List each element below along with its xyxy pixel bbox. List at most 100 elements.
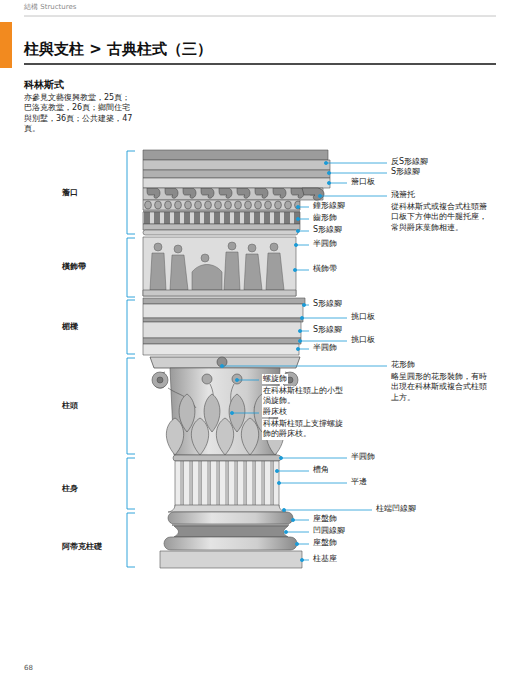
leader-line <box>300 316 303 319</box>
corinthian-column <box>143 200 300 210</box>
leader-line <box>281 458 347 459</box>
leader-line <box>296 347 299 350</box>
leader-line <box>286 532 309 533</box>
leader-line <box>222 366 387 367</box>
molding-label: 平邊 <box>350 477 368 487</box>
part-name: 柱頭 <box>62 401 78 411</box>
part-name: 橫飾帶 <box>62 262 86 272</box>
leader-line <box>296 229 299 232</box>
leader-line <box>318 194 321 197</box>
term-heading: 爵床枝 <box>262 407 288 417</box>
leader-line <box>284 510 372 511</box>
corinthian-column <box>164 537 297 550</box>
corinthian-column <box>191 418 208 455</box>
leader-line <box>302 303 305 306</box>
molding-label: 槽角 <box>312 465 330 475</box>
corinthian-column <box>266 253 284 290</box>
part-bracket <box>127 151 135 567</box>
term-definition: 科林斯柱頭上支撐螺旋飾的爵床枝。 <box>262 419 344 440</box>
corinthian-column <box>143 344 299 355</box>
leader-line <box>275 469 278 472</box>
corinthian-column <box>143 338 301 344</box>
corinthian-column <box>168 505 286 512</box>
leader-line <box>327 181 330 184</box>
corinthian-column <box>154 243 162 251</box>
leader-line <box>235 378 238 381</box>
leader-line <box>324 161 327 164</box>
leader-line <box>295 542 298 545</box>
corinthian-column <box>175 461 279 507</box>
leader-line <box>237 380 259 381</box>
molding-label: 凹圓線腳 <box>312 526 346 536</box>
section-heading: 科林斯式 <box>24 78 64 91</box>
leader-line <box>277 471 309 472</box>
corinthian-column <box>244 254 262 290</box>
molding-label: 橫飾帶 <box>312 264 338 274</box>
corinthian-column <box>241 418 258 455</box>
leader-line <box>293 520 309 521</box>
molding-label: 齒形飾 <box>312 213 338 223</box>
corinthian-column <box>173 455 281 461</box>
corinthian-column <box>143 224 300 230</box>
corinthian-column <box>248 244 256 252</box>
molding-label: 挑口板 <box>350 335 376 345</box>
corinthian-column <box>152 372 168 388</box>
molding-label: 座盤飾 <box>312 514 338 524</box>
leader-line <box>284 530 287 533</box>
corinthian-column <box>143 290 296 296</box>
leader-line <box>277 481 280 484</box>
corinthian-column <box>143 230 298 235</box>
page-title: 柱與支柱 > 古典柱式（三） <box>24 40 212 60</box>
leader-line <box>298 339 301 342</box>
leader-line <box>300 558 303 561</box>
corinthian-column <box>202 374 212 384</box>
molding-label: 柱基座 <box>312 554 338 564</box>
cross-reference: 亦參見文藝復興教堂，25頁；巴洛克教堂，26頁；鄉間住宅與別墅，36頁；公共建築… <box>24 93 138 135</box>
leader-line <box>220 364 223 367</box>
term-heading: 飛簷托 <box>390 190 416 200</box>
leader-line <box>300 341 347 342</box>
corinthian-column <box>168 512 293 524</box>
term-definition: 略呈圓形的花形裝飾，有時出現在科林斯或複合式柱頭上方。 <box>390 372 494 403</box>
corinthian-column <box>157 377 163 383</box>
corinthian-column <box>224 252 240 290</box>
leader-line <box>326 163 387 164</box>
term-heading: 螺旋飾 <box>262 374 288 384</box>
corinthian-column <box>166 418 183 455</box>
corinthian-column <box>152 372 298 455</box>
corinthian-column <box>150 253 166 290</box>
leader-line <box>296 205 299 208</box>
corinthian-column <box>143 322 301 338</box>
leader-line <box>220 161 387 561</box>
leader-line <box>296 217 299 220</box>
corinthian-column <box>232 374 242 384</box>
leader-line <box>298 329 301 332</box>
part-bracket <box>127 151 135 234</box>
corinthian-column <box>143 237 296 296</box>
term-definition: 在科林斯柱頭上的小型渦旋飾。 <box>262 386 344 407</box>
part-name: 楣樑 <box>62 322 78 332</box>
corinthian-column <box>143 304 303 318</box>
corinthian-column <box>302 188 324 200</box>
part-bracket <box>127 513 135 567</box>
molding-label: S形線腳 <box>312 299 343 309</box>
molding-label: 半圓飾 <box>312 239 338 249</box>
corinthian-column <box>143 160 330 170</box>
page-furniture <box>24 16 496 17</box>
part-name: 簷口 <box>62 188 78 198</box>
molding-label: 半圓飾 <box>312 343 338 353</box>
page-furniture <box>0 22 12 68</box>
corinthian-column <box>160 551 302 568</box>
corinthian-column <box>270 243 278 251</box>
leader-line <box>230 411 233 414</box>
part-name: 柱身 <box>62 484 78 494</box>
leader-line <box>295 270 309 271</box>
corinthian-column <box>143 188 323 200</box>
corinthian-column <box>143 318 303 322</box>
leader-line <box>279 456 282 459</box>
leader-line <box>294 243 297 246</box>
corinthian-column <box>192 265 222 291</box>
molding-label: 挑口板 <box>350 312 376 322</box>
page-furniture <box>0 16 496 68</box>
corinthian-column <box>150 242 284 290</box>
